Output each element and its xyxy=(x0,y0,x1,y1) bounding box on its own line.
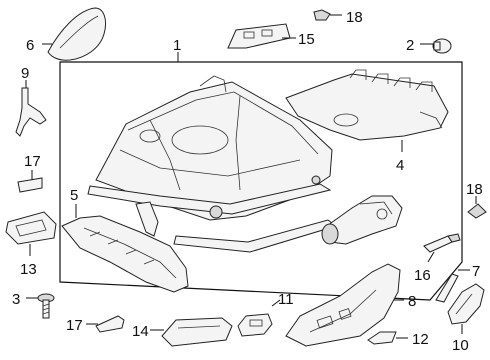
callout-16: 16 xyxy=(414,267,431,284)
part-2-plug[interactable] xyxy=(432,38,452,54)
callout-9: 9 xyxy=(21,65,29,82)
part-18-retainer-right[interactable] xyxy=(467,203,487,219)
callout-6: 6 xyxy=(26,37,34,54)
callout-14: 14 xyxy=(132,323,149,340)
part-16-clip[interactable] xyxy=(423,233,461,253)
part-5-seat-track-cover[interactable] xyxy=(61,215,189,293)
callout-2: 2 xyxy=(406,37,414,54)
part-7-switch-knob[interactable] xyxy=(435,273,459,303)
callout-5: 5 xyxy=(70,187,78,204)
part-6-shield[interactable] xyxy=(47,7,107,61)
part-3-bolt[interactable] xyxy=(37,293,55,319)
callout-7: 7 xyxy=(472,263,480,280)
callout-15: 15 xyxy=(298,31,315,48)
callout-10: 10 xyxy=(452,337,469,354)
callout-17a: 17 xyxy=(24,153,41,170)
callout-8: 8 xyxy=(408,293,416,310)
part-17-trim-piece-bottom[interactable] xyxy=(95,315,125,333)
callout-18a: 18 xyxy=(346,9,363,26)
part-11-switch[interactable] xyxy=(237,313,273,337)
part-9-bracket[interactable] xyxy=(15,87,47,137)
part-17-trim-piece-left[interactable] xyxy=(17,177,43,193)
callout-17b: 17 xyxy=(66,317,83,334)
part-4-motor-harness-bracket[interactable] xyxy=(285,69,449,141)
callout-12: 12 xyxy=(412,331,429,348)
leader-11 xyxy=(271,299,281,307)
callout-4: 4 xyxy=(396,157,404,174)
leader-16 xyxy=(427,251,435,263)
callout-11: 11 xyxy=(278,291,294,308)
part-18-retainer-top[interactable] xyxy=(313,9,331,21)
part-8-outer-shield[interactable] xyxy=(285,263,401,347)
seat-motor[interactable] xyxy=(321,195,403,245)
callout-3: 3 xyxy=(12,291,20,308)
part-14-cover[interactable] xyxy=(161,317,233,347)
callout-18b: 18 xyxy=(466,181,483,198)
part-13-bezel[interactable] xyxy=(5,211,57,245)
part-12-cap[interactable] xyxy=(367,331,397,345)
callout-1: 1 xyxy=(173,37,181,54)
seat-frame-assembly[interactable] xyxy=(87,75,338,253)
part-15-side-cover[interactable] xyxy=(227,23,291,49)
callout-13: 13 xyxy=(20,261,37,278)
assembly-boundary xyxy=(59,61,463,301)
part-10-knob[interactable] xyxy=(447,283,485,325)
